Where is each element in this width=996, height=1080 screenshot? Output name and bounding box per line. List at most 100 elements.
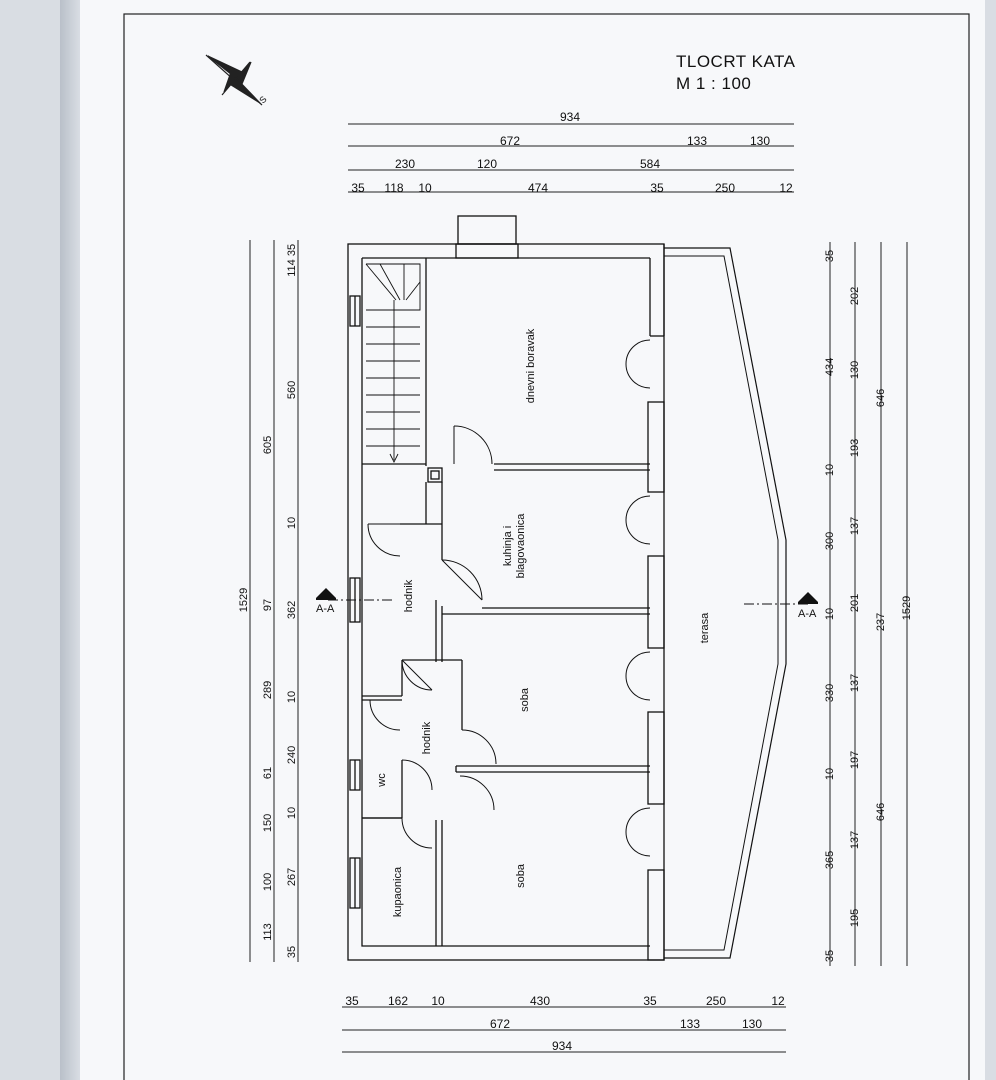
room-label-soba-upper: soba	[519, 687, 531, 712]
room-label-soba-lower: soba	[515, 863, 527, 888]
room-label-wc: wc	[376, 773, 388, 788]
top-dimension-labels: 934 672 133 130 230 120 584 35 118 10 47…	[351, 110, 793, 195]
room-label-hodnik-lower: hodnik	[421, 721, 433, 754]
dim-left-150: 150	[262, 814, 274, 832]
terrace-outline	[664, 247, 787, 959]
dim-top-118: 118	[384, 181, 403, 195]
dim-right-201: 201	[849, 594, 861, 612]
dim-bottom-934: 934	[552, 1039, 572, 1053]
dim-right-365: 365	[824, 851, 836, 869]
dim-right-10c: 10	[824, 768, 836, 780]
dim-left-100: 100	[262, 873, 274, 891]
left-dimension-labels: 1529 605 97 289 61 150 100 113 114 560 1…	[238, 244, 298, 958]
dim-top-934: 934	[560, 110, 580, 124]
right-dimension-labels: 35 434 10 300 10 330 10 365 35 202 130 1…	[824, 250, 913, 962]
dim-right-35b: 35	[824, 950, 836, 962]
dim-left-114: 114	[286, 259, 298, 277]
sheet-frame	[123, 13, 970, 1080]
room-labels: dnevni boravak kuhinja i blagovaonica ho…	[376, 328, 711, 917]
building-walls	[347, 215, 665, 961]
section-marker-left-icon	[316, 588, 336, 600]
bottom-dimension-lines	[342, 1006, 786, 1053]
dim-left-240: 240	[286, 746, 298, 764]
top-dimension-lines	[348, 123, 794, 193]
dim-right-137a: 137	[849, 517, 861, 535]
dim-top-672: 672	[500, 134, 520, 148]
north-arrow-icon	[205, 54, 263, 106]
dim-left-605: 605	[262, 436, 274, 454]
dim-bottom-133: 133	[680, 1017, 700, 1031]
dim-right-137c: 137	[849, 831, 861, 849]
dim-top-250: 250	[715, 181, 735, 195]
dim-left-61: 61	[262, 767, 274, 779]
compass-letter: S	[257, 94, 268, 105]
dim-top-230: 230	[395, 157, 415, 171]
dim-left-35-top: 35	[286, 244, 298, 256]
drawing-scale: M 1 : 100	[676, 74, 752, 93]
dim-left-1529: 1529	[238, 588, 250, 612]
room-label-kupaonica: kupaonica	[392, 866, 404, 917]
dim-bottom-250: 250	[706, 994, 726, 1008]
room-label-dnevni-boravak: dnevni boravak	[525, 328, 537, 403]
dim-right-137b: 137	[849, 674, 861, 692]
dim-right-10a: 10	[824, 464, 836, 476]
dim-top-35b: 35	[650, 181, 664, 195]
section-line	[328, 599, 810, 605]
dim-left-35-bottom: 35	[286, 946, 298, 958]
dim-bottom-12: 12	[771, 994, 785, 1008]
dim-right-300: 300	[824, 532, 836, 550]
dim-right-197: 197	[849, 751, 861, 769]
bottom-dimension-labels: 35 162 10 430 35 250 12 672 133 130 934	[345, 994, 785, 1053]
dim-bottom-130: 130	[742, 1017, 762, 1031]
dim-bottom-35b: 35	[643, 994, 657, 1008]
dim-left-267: 267	[286, 868, 298, 886]
dim-bottom-10: 10	[431, 994, 445, 1008]
dim-left-10c: 10	[286, 807, 298, 819]
room-label-kuhinja: kuhinja i	[502, 526, 514, 566]
dim-top-10: 10	[418, 181, 432, 195]
dim-bottom-162: 162	[388, 994, 408, 1008]
section-label-left: A-A	[316, 603, 335, 615]
dim-left-289: 289	[262, 681, 274, 699]
dim-left-10a: 10	[286, 517, 298, 529]
dim-right-35a: 35	[824, 250, 836, 262]
dim-right-237: 237	[875, 613, 887, 631]
section-label-right: A-A	[798, 608, 817, 620]
dim-bottom-672: 672	[490, 1017, 510, 1031]
section-marker-right-icon	[798, 592, 818, 604]
dim-right-202: 202	[849, 287, 861, 305]
dim-left-97: 97	[262, 599, 274, 611]
dim-right-195: 195	[849, 909, 861, 927]
dim-top-130: 130	[750, 134, 770, 148]
terrace-inner-outline	[664, 255, 779, 951]
dim-left-362: 362	[286, 601, 298, 619]
dim-top-12: 12	[779, 181, 793, 195]
room-label-blagovaonica: blagovaonica	[515, 513, 527, 579]
right-dimension-lines	[829, 242, 908, 966]
dim-left-560: 560	[286, 381, 298, 399]
drawing-title: TLOCRT KATA	[676, 52, 796, 71]
dim-right-646b: 646	[875, 803, 887, 821]
room-label-hodnik-upper: hodnik	[403, 579, 415, 612]
dim-right-10b: 10	[824, 608, 836, 620]
dim-top-133: 133	[687, 134, 707, 148]
dim-bottom-430: 430	[530, 994, 550, 1008]
drawing-title-block: TLOCRT KATA M 1 : 100	[676, 51, 796, 95]
dim-left-113: 113	[262, 923, 274, 941]
dim-right-1529: 1529	[901, 596, 913, 620]
door-swings	[367, 339, 651, 857]
left-dimension-lines	[249, 240, 299, 962]
dim-right-130: 130	[849, 361, 861, 379]
dim-top-120: 120	[477, 157, 497, 171]
dim-top-474: 474	[528, 181, 548, 195]
dim-left-10b: 10	[286, 691, 298, 703]
dim-bottom-35a: 35	[345, 994, 359, 1008]
room-label-terasa: terasa	[699, 612, 711, 643]
dim-right-646a: 646	[875, 389, 887, 407]
drawing-sheet	[80, 0, 985, 1080]
dim-top-584: 584	[640, 157, 660, 171]
dim-right-434: 434	[824, 358, 836, 376]
dim-right-330: 330	[824, 684, 836, 702]
